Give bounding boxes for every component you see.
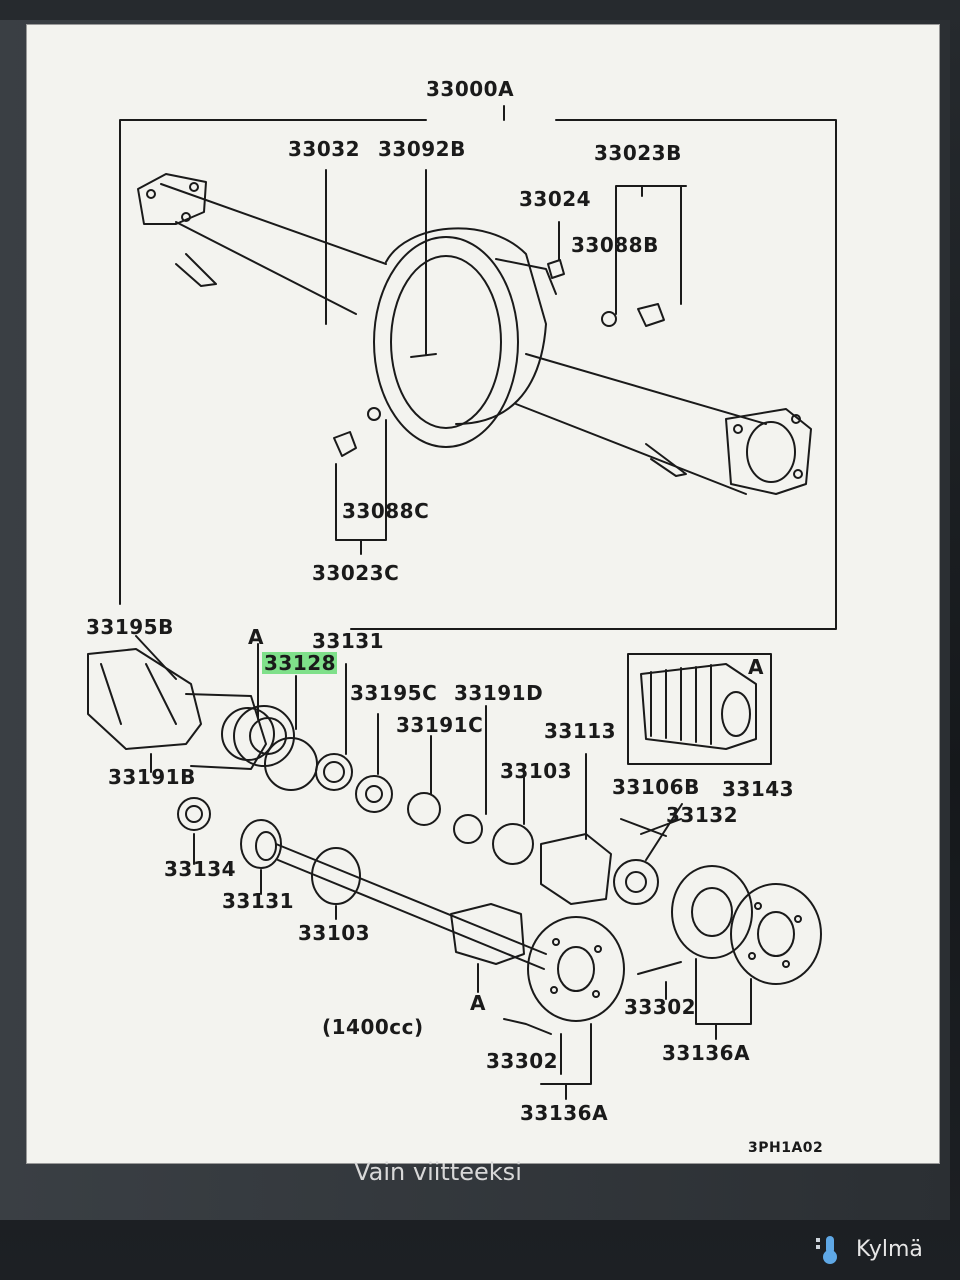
parts-diagram-panel: 33000A 33032 33092B 33023B 33024 33088B … [26,24,940,1164]
label-33143: 33143 [722,777,794,801]
label-33032: 33032 [288,137,360,161]
label-33131-bottom: 33131 [222,889,294,913]
thermometer-icon [816,1236,837,1264]
parts-diagram: 33000A 33032 33092B 33023B 33024 33088B … [86,77,837,1156]
axle-housing [137,173,812,495]
label-33024: 33024 [519,187,591,211]
label-33302-left: 33302 [486,1049,558,1073]
label-33000a: 33000A [426,77,514,101]
highlight-33128 [262,652,337,674]
label-33195c: 33195C [350,681,437,705]
label-33191c: 33191C [396,713,483,737]
label-a-3: A [470,991,486,1015]
label-33132: 33132 [666,803,738,827]
label-33195b: 33195B [86,615,174,639]
assembly-frame [119,119,837,630]
label-a-1: A [248,625,264,649]
reference-caption: Vain viitteeksi [354,1158,522,1186]
label-33302-right: 33302 [624,995,696,1019]
label-33191d: 33191D [454,681,543,705]
label-33128: 33128 [264,651,336,675]
label-a-2: A [748,655,764,679]
label-1400cc: (1400cc) [322,1015,424,1039]
label-33106b: 33106B [612,775,700,799]
label-33136a-right: 33136A [662,1041,750,1065]
label-33088c: 33088C [342,499,429,523]
weather-label: Kylmä [856,1236,923,1262]
figure-code: 3PH1A02 [748,1140,823,1156]
label-33103-bottom: 33103 [298,921,370,945]
leader-lines-top [325,169,687,555]
taskbar-weather[interactable]: Kylmä [812,1226,960,1272]
label-33136a-left: 33136A [520,1101,608,1125]
label-33103-mid: 33103 [500,759,572,783]
label-33191b: 33191B [108,765,196,789]
label-33023b: 33023B [594,141,682,165]
label-33023c: 33023C [312,561,399,585]
leader-lines-lower [135,635,752,1100]
label-33088b: 33088B [571,233,659,257]
label-33113: 33113 [544,719,616,743]
label-33134: 33134 [164,857,236,881]
label-33131-top: 33131 [312,629,384,653]
lower-assembly [87,648,822,1035]
label-33092b: 33092B [378,137,466,161]
